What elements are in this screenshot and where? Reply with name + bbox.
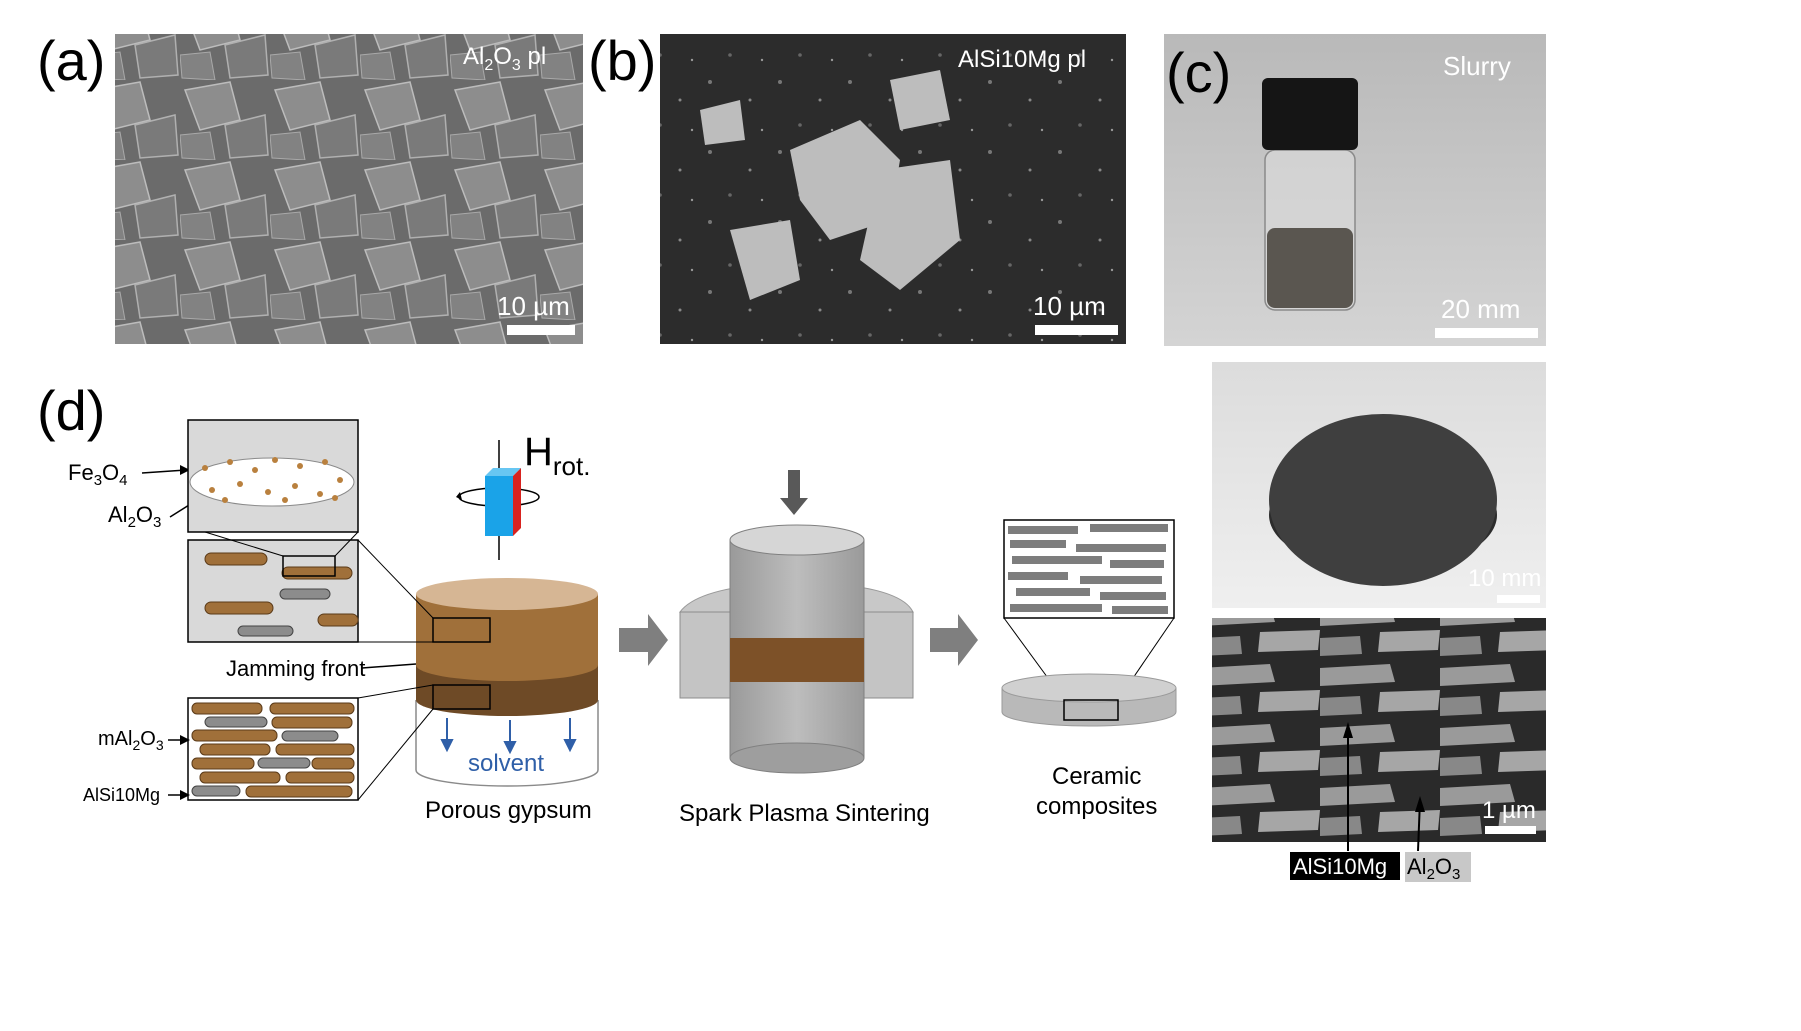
fe3o4-pointer-head bbox=[180, 465, 190, 475]
label-al2o3: Al2O3 bbox=[108, 502, 161, 531]
al2o3-pointer-head bbox=[1415, 796, 1425, 812]
sem-label-left-bg bbox=[1290, 852, 1400, 880]
vial-cap bbox=[1262, 78, 1358, 150]
label-fe3o4: Fe3O4 bbox=[68, 460, 128, 489]
disc-top bbox=[1269, 414, 1497, 586]
label-solvent: solvent bbox=[468, 750, 544, 777]
zoom-line-2 bbox=[334, 531, 359, 557]
sem-scale-label: 1 µm bbox=[1482, 797, 1536, 824]
punch-top bbox=[729, 524, 865, 556]
sem-label-left: AlSi10Mg bbox=[1293, 854, 1387, 879]
punch-bottom bbox=[729, 742, 865, 774]
vial-slurry bbox=[1267, 228, 1353, 308]
alsi10mg-flake-cluster bbox=[700, 70, 960, 300]
composite-microstructure bbox=[1008, 524, 1168, 614]
process-arrow-1 bbox=[619, 614, 668, 666]
label-jamming-front: Jamming front bbox=[226, 656, 365, 681]
magnet-top bbox=[485, 468, 521, 476]
label-ceramic-1: Ceramic bbox=[1052, 763, 1141, 790]
press-arrow bbox=[780, 470, 808, 515]
magnet-blue-face bbox=[485, 476, 513, 536]
jamming-pointer bbox=[361, 663, 417, 669]
zoom-line-1 bbox=[204, 531, 284, 557]
rotation-arrow-head bbox=[456, 492, 462, 500]
panel-d-letter: (d) bbox=[37, 379, 105, 442]
alsi-pointer-head bbox=[1343, 722, 1353, 738]
sem-scale-bar bbox=[1485, 826, 1536, 834]
alsi-pointer-d-head bbox=[180, 790, 190, 800]
fe3o4-pointer bbox=[141, 469, 187, 474]
disc-scale-label: 10 mm bbox=[1468, 565, 1541, 592]
slurry-surface bbox=[416, 578, 598, 610]
sem-label-right: Al2O3 bbox=[1407, 854, 1460, 883]
jammed-zoom-box bbox=[432, 684, 491, 710]
jammed-zoom-line-2 bbox=[357, 708, 434, 801]
process-arrow-2 bbox=[930, 614, 978, 666]
label-field: Hrot. bbox=[524, 430, 590, 481]
panel-a-caption: Al2O3 pl bbox=[463, 43, 546, 74]
disc-scale-bar bbox=[1497, 595, 1540, 603]
sps-sample bbox=[730, 638, 864, 682]
alignment-zoom-box bbox=[282, 555, 336, 577]
solvent-arrows bbox=[440, 718, 577, 755]
slurry-zoom-box bbox=[432, 617, 491, 643]
panel-c-scale-label: 20 mm bbox=[1441, 294, 1520, 324]
jammed-platelets bbox=[191, 702, 355, 798]
composite-zoom-box bbox=[1063, 699, 1119, 721]
panel-b-caption: AlSi10Mg pl bbox=[958, 46, 1086, 73]
label-mal2o3: mAl2O3 bbox=[98, 728, 164, 753]
inset-droplet bbox=[189, 457, 355, 507]
panel-c-letter: (c) bbox=[1166, 41, 1231, 104]
sem-cross-section bbox=[1212, 618, 1546, 842]
panel-a-scale-label: 10 µm bbox=[497, 291, 570, 321]
fe3o4-particles bbox=[202, 457, 343, 503]
panel-b-letter: (b) bbox=[588, 29, 656, 92]
panel-c-caption: Slurry bbox=[1443, 51, 1511, 81]
label-sps: Spark Plasma Sintering bbox=[679, 800, 930, 827]
sem-image-al2o3-platelets bbox=[115, 34, 583, 344]
composite-disc-top bbox=[1001, 673, 1177, 703]
label-alsi10mg-d: AlSi10Mg bbox=[83, 785, 160, 805]
panel-a-scale-bar bbox=[507, 325, 575, 335]
panel-a-letter: (a) bbox=[37, 29, 105, 92]
jammed-zoom-line-1 bbox=[357, 684, 434, 699]
mal2o3-pointer-head bbox=[180, 735, 190, 745]
label-porous-gypsum: Porous gypsum bbox=[425, 797, 592, 824]
label-ceramic-2: composites bbox=[1036, 793, 1157, 820]
sem-label-right-bg bbox=[1405, 852, 1471, 882]
slurry-zoom-line-1 bbox=[357, 539, 434, 619]
composite-inset bbox=[1003, 519, 1175, 619]
panel-c-scale-bar bbox=[1435, 328, 1538, 338]
panel-b-scale-label: 10 µm bbox=[1033, 291, 1106, 321]
panel-b-scale-bar bbox=[1035, 325, 1118, 335]
magnet-red-face bbox=[513, 468, 521, 536]
slurry-layer bbox=[416, 594, 598, 681]
